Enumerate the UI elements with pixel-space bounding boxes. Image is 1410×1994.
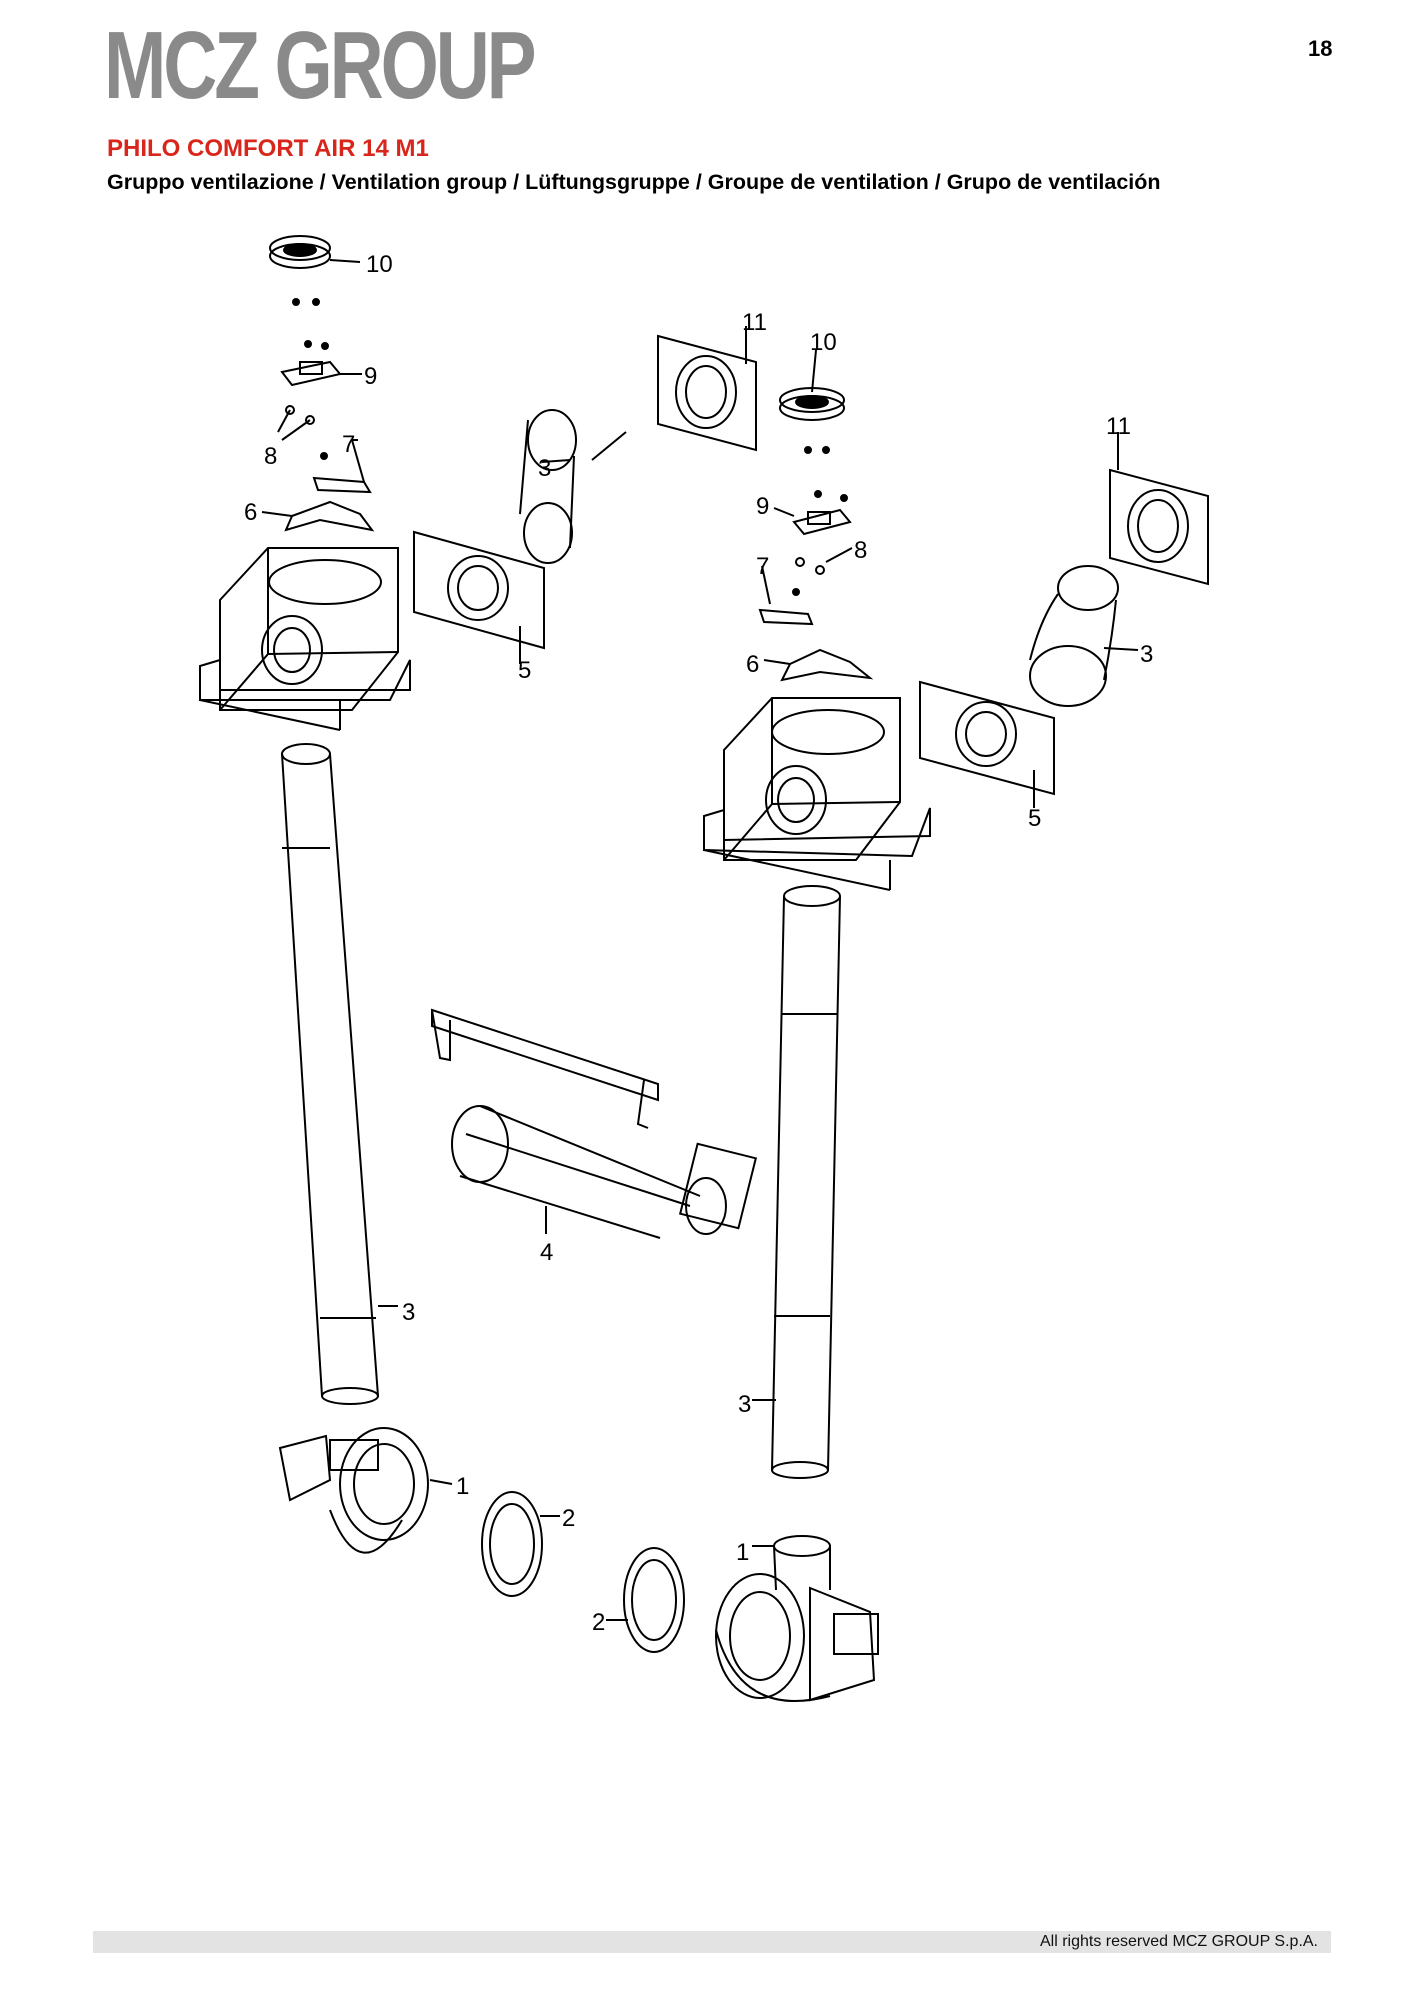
right-far-flange-part — [1109, 432, 1209, 586]
left-ring-part — [481, 1491, 560, 1597]
callout-right-spring: 8 — [854, 537, 867, 564]
right-top-flange-part — [657, 326, 757, 452]
callout-left-gasket: 6 — [244, 499, 257, 526]
left-long-pipe-part — [281, 743, 398, 1405]
page-number: 18 — [1308, 36, 1333, 61]
left-bracket-part — [280, 340, 362, 387]
left-fan-part — [278, 1427, 453, 1554]
callout-left-bracket: 9 — [364, 363, 377, 390]
footer-bar — [93, 1931, 1331, 1953]
callout-right-elbow: 3 — [1140, 641, 1153, 668]
callout-tangential-fan: 4 — [540, 1239, 553, 1266]
callout-left-fan: 1 — [456, 1473, 469, 1500]
left-gasket-part — [261, 500, 375, 532]
right-plate-part — [758, 565, 814, 626]
callout-right-plate: 7 — [756, 553, 769, 580]
right-spring-part — [795, 547, 853, 575]
callout-left-short-pipe: 3 — [538, 455, 551, 482]
tangential-fan-part — [431, 1008, 758, 1239]
left-short-pipe-part — [519, 409, 627, 564]
callout-left-plate: 7 — [342, 431, 355, 458]
callout-left-ring: 2 — [562, 1505, 575, 1532]
right-air-box — [703, 697, 931, 891]
callout-right-long-pipe: 3 — [738, 1391, 751, 1418]
callout-left-cap: 10 — [366, 251, 393, 278]
left-cap-part — [269, 235, 361, 306]
footer-copyright: All rights reserved MCZ GROUP S.p.A. — [1040, 1933, 1318, 1950]
callout-right-ring: 2 — [592, 1609, 605, 1636]
right-long-pipe-part — [752, 885, 841, 1479]
callout-right-top-flange: 11 — [742, 309, 767, 336]
callout-left-long-pipe: 3 — [402, 1299, 415, 1326]
brand-logo: MCZ GROUP — [104, 12, 537, 119]
right-ring-part — [606, 1547, 685, 1653]
right-elbow-part — [1029, 565, 1139, 707]
page-title: PHILO COMFORT AIR 14 M1 — [107, 135, 429, 162]
right-cap-part — [779, 349, 845, 454]
callout-right-bracket: 9 — [756, 493, 769, 520]
left-flange-part — [413, 530, 545, 664]
callout-right-cap: 10 — [810, 329, 837, 356]
right-flange-part — [919, 680, 1055, 808]
callout-left-flange: 5 — [518, 657, 531, 684]
left-spring-part — [277, 405, 315, 441]
callout-right-gasket: 6 — [746, 651, 759, 678]
callout-left-spring: 8 — [264, 443, 277, 470]
callout-right-flange: 5 — [1028, 805, 1041, 832]
right-bracket-part — [773, 490, 852, 536]
left-plate-part — [312, 439, 372, 494]
callout-right-far-flange: 11 — [1106, 413, 1131, 440]
right-fan-part — [715, 1535, 879, 1703]
callout-right-fan: 1 — [736, 1539, 749, 1566]
left-air-box — [199, 547, 411, 731]
page-subtitle: Gruppo ventilazione / Ventilation group … — [107, 170, 1161, 194]
right-gasket-part — [763, 648, 874, 682]
